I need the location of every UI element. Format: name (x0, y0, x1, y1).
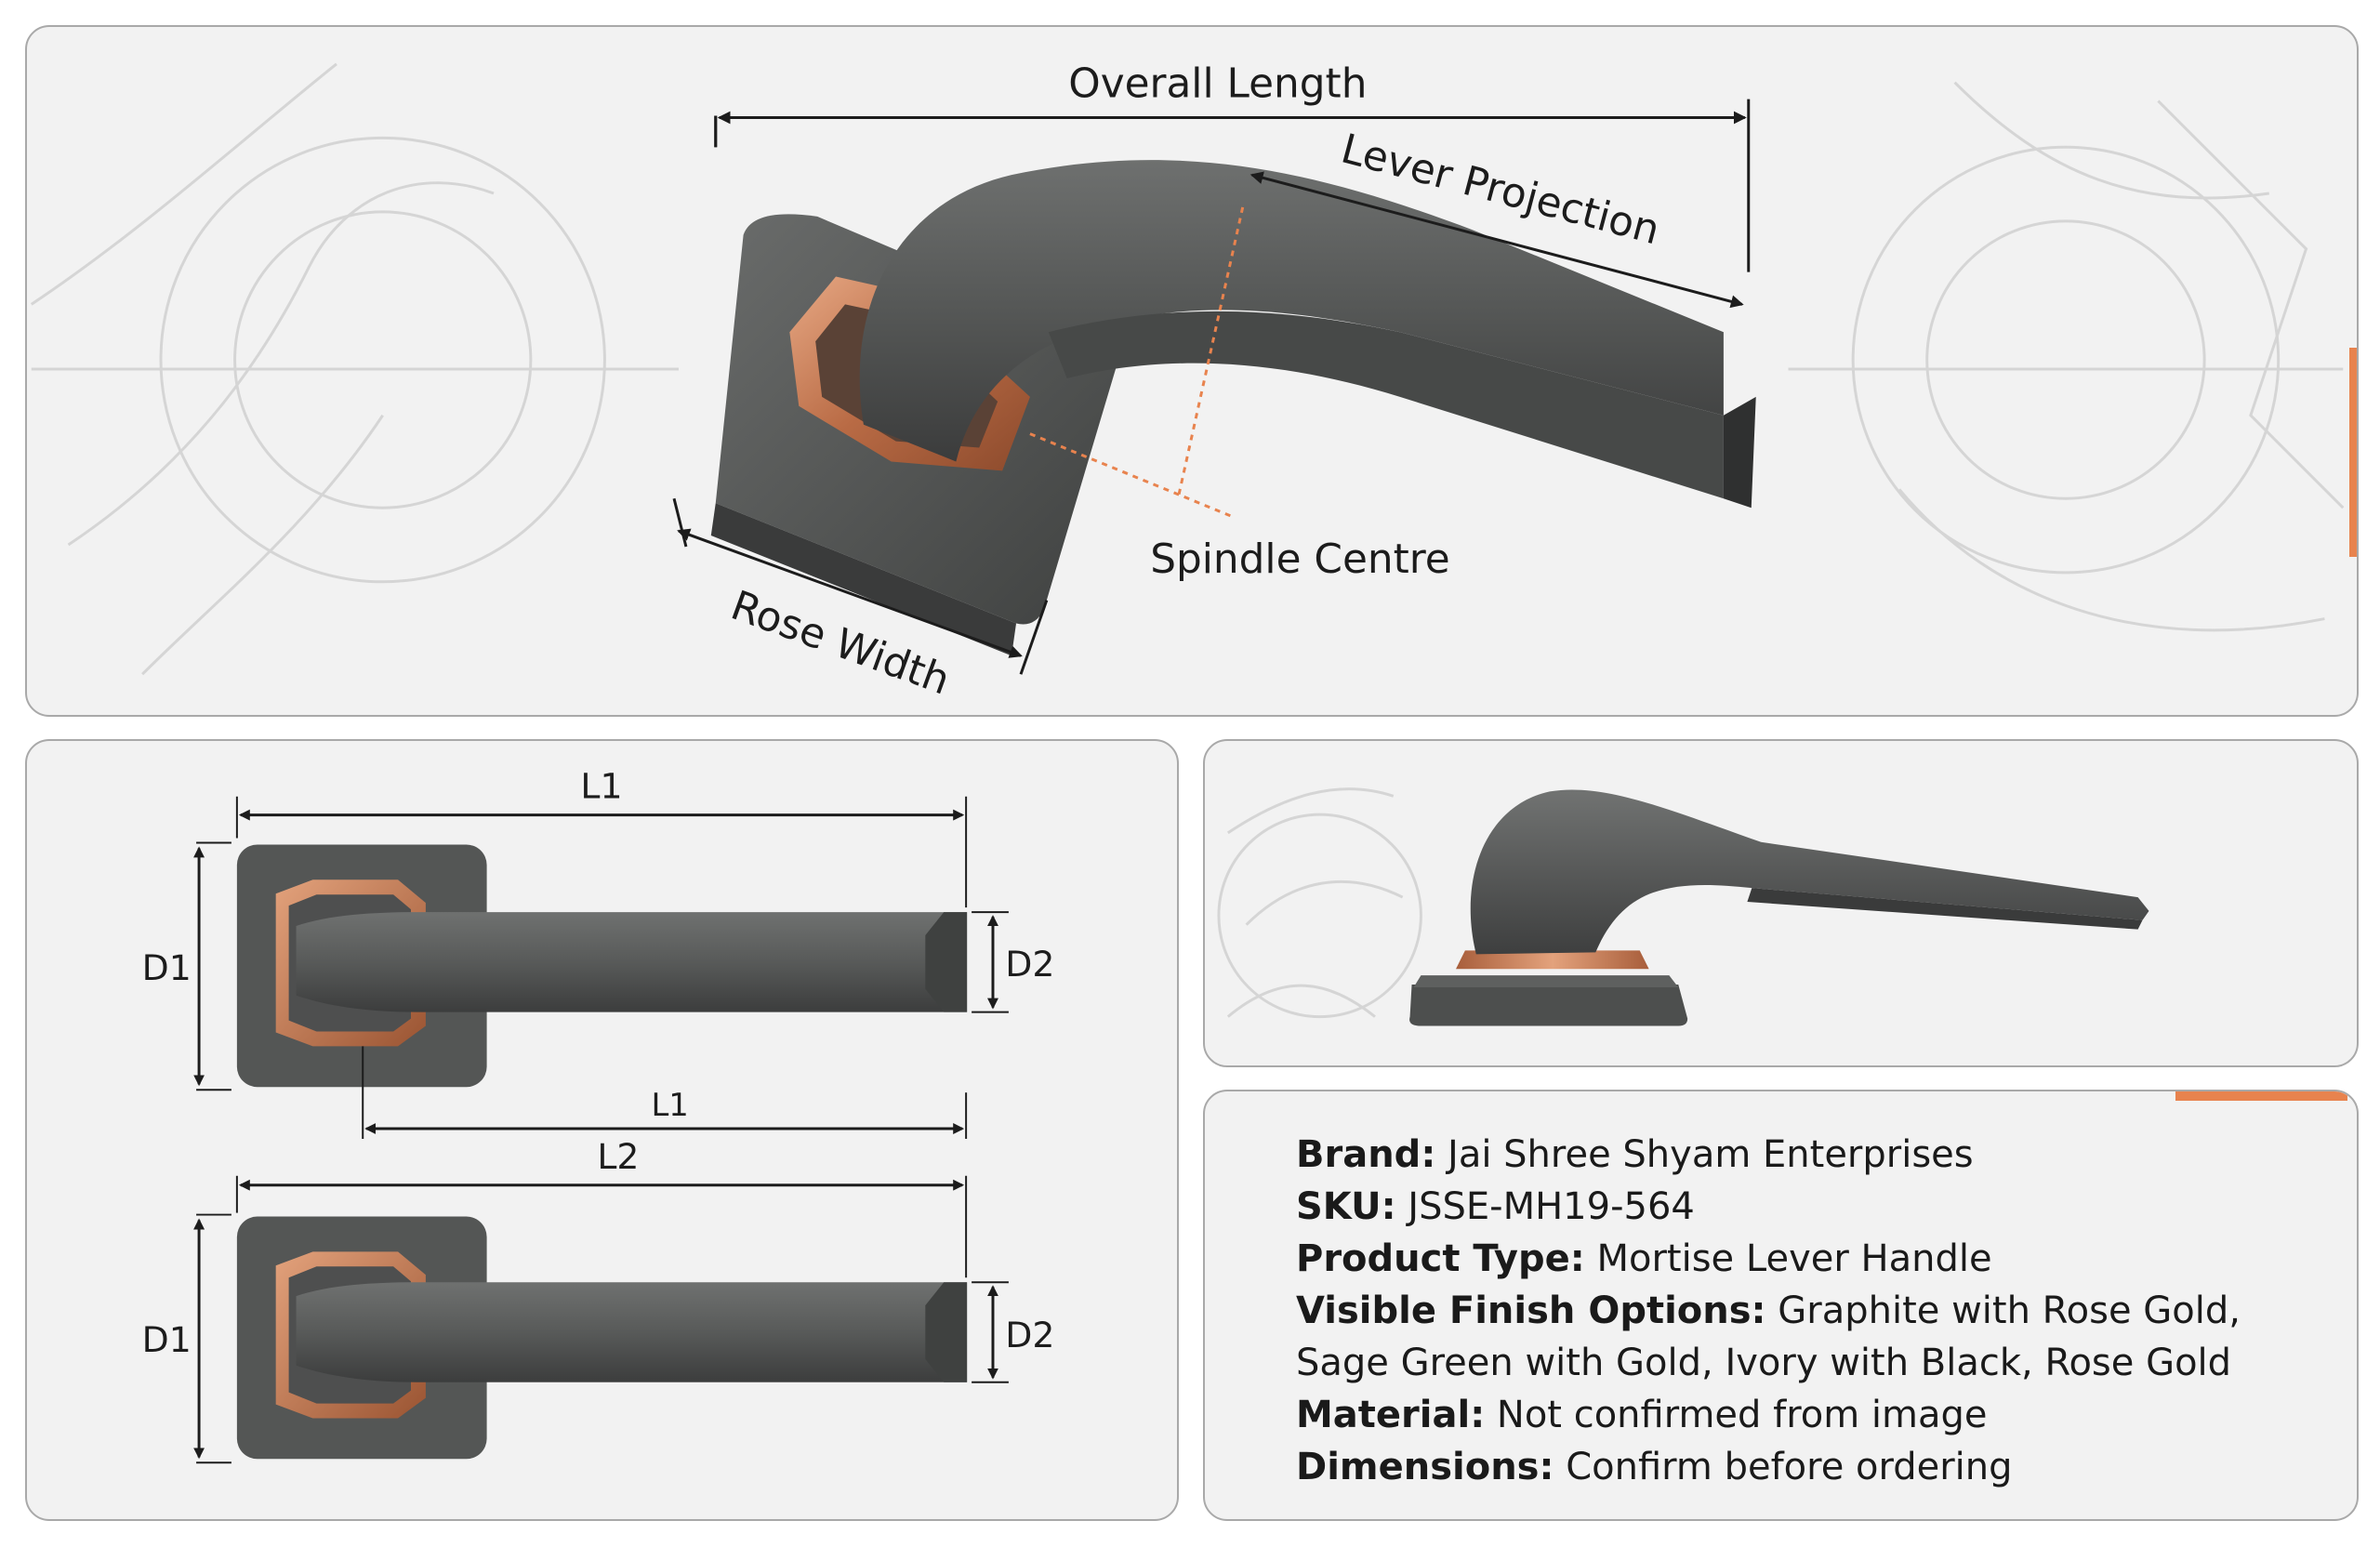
d1-bottom-label: D1 (142, 1319, 192, 1360)
rose-width-tick-left (672, 497, 688, 548)
top-handle-upper (236, 844, 968, 1088)
lever-projection-arrow (1250, 171, 1744, 309)
spec-material-value: Not confirmed from image (1496, 1394, 1988, 1436)
spec-finish-options: Visible Finish Options: Graphite with Ro… (1296, 1285, 2319, 1389)
top-view-drawing: L1 D1 D2 L1 L2 D1 D (142, 766, 1054, 1464)
accent-bar-right (2349, 348, 2357, 557)
spec-dimensions-key: Dimensions: (1296, 1446, 1554, 1488)
spec-dimensions: Dimensions: Confirm before ordering (1296, 1441, 2319, 1493)
l1-top-label: L1 (580, 766, 622, 807)
side-view-panel (1203, 739, 2359, 1067)
spindle-centre-line-horizontal (1029, 432, 1235, 519)
background-sketch (30, 62, 2345, 676)
rose-width-arrow (677, 528, 1023, 658)
spec-material-key: Material: (1296, 1394, 1486, 1436)
spec-product-type: Product Type: Mortise Lever Handle (1296, 1233, 2319, 1285)
lever-tip (1723, 396, 1756, 509)
d2-bottom-label: D2 (1005, 1315, 1054, 1355)
overall-length-label: Overall Length (1068, 60, 1367, 108)
spindle-centre-label: Spindle Centre (1150, 536, 1449, 583)
spec-brand-value: Jai Shree Shyam Enterprises (1448, 1133, 1974, 1176)
spec-sku-key: SKU: (1296, 1185, 1396, 1228)
lever-arm (859, 160, 1724, 462)
spec-dimensions-value: Confirm before ordering (1566, 1446, 2013, 1488)
spec-product-type-value: Mortise Lever Handle (1596, 1237, 1992, 1280)
lever-arm-side (1048, 311, 1724, 499)
side-background-sketch (1217, 787, 1422, 1019)
spec-panel: Brand: Jai Shree Shyam Enterprises SKU: … (1203, 1090, 2359, 1521)
spec-finish-options-key: Visible Finish Options: (1296, 1289, 1766, 1332)
l1-mid-label: L1 (651, 1087, 688, 1123)
top-view-panel: L1 D1 D2 L1 L2 D1 D (25, 739, 1179, 1521)
rose-width-tick-right (1019, 600, 1049, 675)
l2-label: L2 (597, 1136, 639, 1177)
side-view-drawing (1217, 787, 2149, 1026)
spec-sku: SKU: JSSE-MH19-564 (1296, 1181, 2319, 1233)
d1-top-label: D1 (142, 947, 192, 988)
spec-list: Brand: Jai Shree Shyam Enterprises SKU: … (1296, 1129, 2319, 1493)
hero-illustration: Overall Length Lever Projection Spindle … (30, 60, 2345, 705)
spec-sku-value: JSSE-MH19-564 (1408, 1185, 1695, 1228)
spec-brand-key: Brand: (1296, 1133, 1436, 1176)
spec-product-type-key: Product Type: (1296, 1237, 1585, 1280)
spec-finish-options-value: Graphite with Rose Gold, Sage Green with… (1296, 1289, 2241, 1384)
spindle-centre-line-vertical (1176, 206, 1245, 499)
spec-brand: Brand: Jai Shree Shyam Enterprises (1296, 1129, 2319, 1181)
hero-panel: Overall Length Lever Projection Spindle … (25, 25, 2359, 717)
spec-material: Material: Not confirmed from image (1296, 1389, 2319, 1441)
accent-bar-info (2175, 1091, 2347, 1101)
top-handle-lower (236, 1216, 968, 1460)
d2-top-label: D2 (1005, 944, 1054, 985)
side-handle (1409, 789, 2149, 1026)
